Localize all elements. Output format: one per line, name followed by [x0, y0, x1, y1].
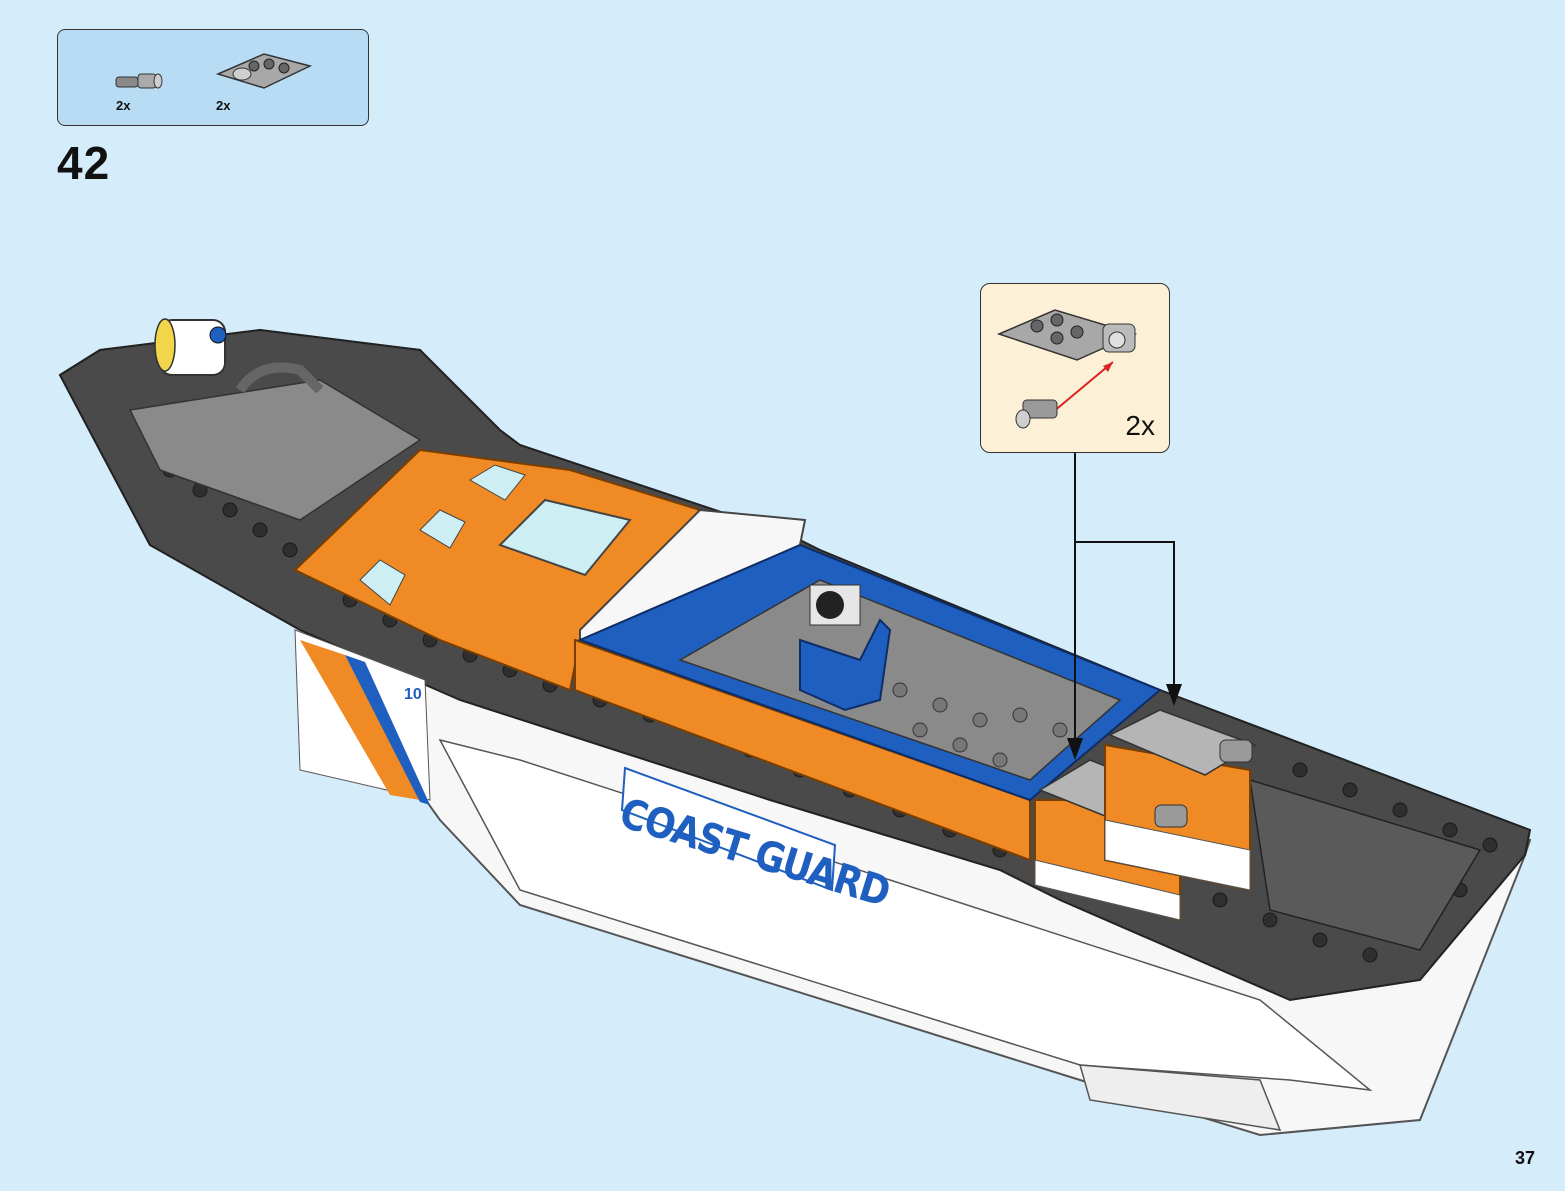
part-quantity-pin: 2x	[116, 98, 130, 113]
part-quantity-clip-plate: 2x	[216, 98, 230, 113]
page-number: 37	[1515, 1148, 1535, 1169]
subassembly-callout: 2x	[980, 283, 1170, 453]
callout-quantity: 2x	[1125, 410, 1155, 442]
clip-plate-icon	[214, 44, 314, 90]
parts-list-box: 2x 2x	[57, 29, 369, 126]
pin-connector-icon	[114, 68, 164, 92]
step-number: 42	[57, 136, 110, 190]
hull-number: 10	[404, 686, 422, 704]
